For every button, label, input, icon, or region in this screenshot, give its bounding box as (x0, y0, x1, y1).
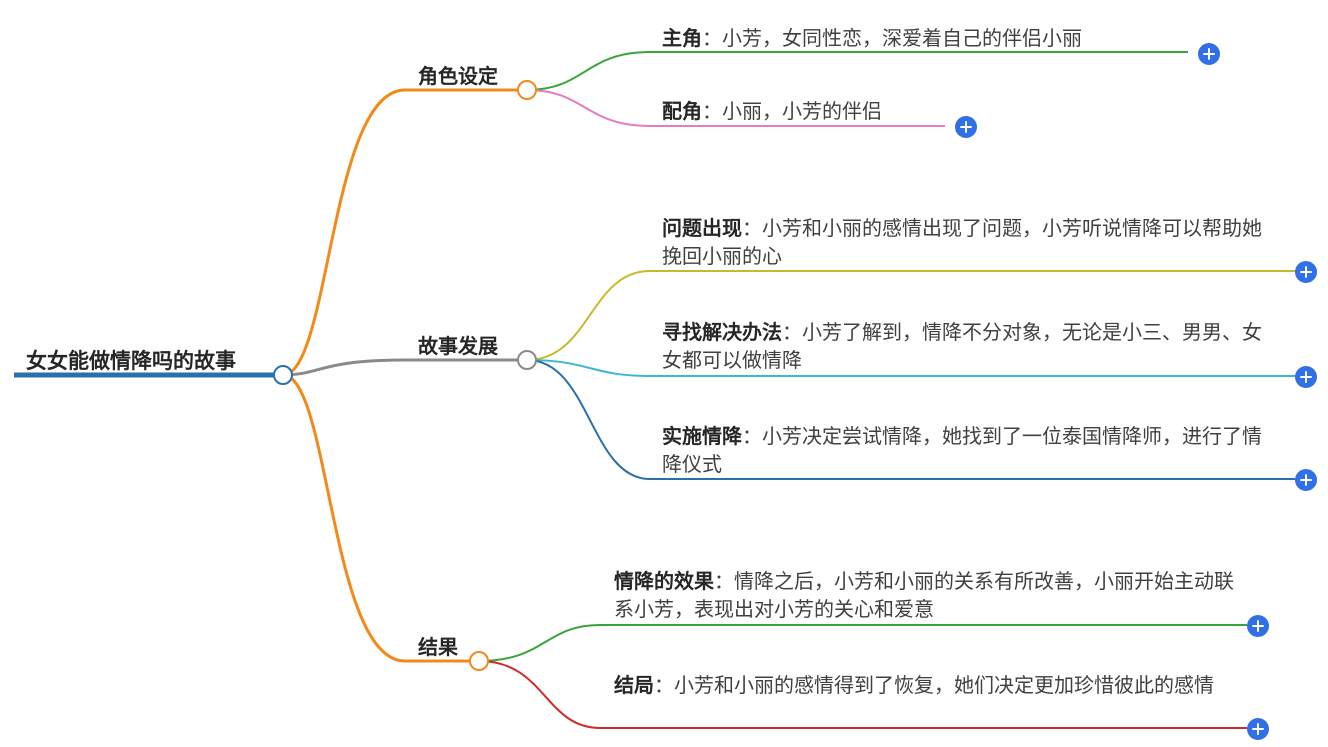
leaf-value: 小芳决定尝试情降，她找到了一位泰国情降师，进行了情降仪式 (662, 424, 1262, 476)
root-topic: 女女能做情降吗的故事 (26, 349, 236, 373)
leaf-problem-appears: 问题出现：小芳和小丽的感情出现了问题，小芳听说情降可以帮助她挽回小丽的心 (662, 214, 1277, 270)
expand-plus-icon[interactable] (1198, 43, 1220, 65)
leaf-value: 小芳了解到，情降不分对象，无论是小三、男男、女女都可以做情降 (662, 320, 1262, 372)
connector-root-to-result (282, 373, 479, 663)
expand-plus-icon[interactable] (1295, 366, 1317, 388)
branch-story-development: 故事发展 (418, 334, 498, 358)
expand-plus-icon[interactable] (1295, 469, 1317, 491)
leaf-value: 小丽，小芳的伴侣 (722, 99, 882, 123)
connector-role-to-support (526, 89, 945, 127)
leaf-lead-role: 主角：小芳，女同性恋，深爱着自己的伴侣小丽 (662, 24, 1222, 52)
branch-role-collapse-circle[interactable] (517, 80, 537, 100)
leaf-key: 配角 (662, 99, 702, 123)
connector-result-to-ending (478, 660, 1247, 729)
branch-result-collapse-circle[interactable] (469, 651, 489, 671)
expand-plus-icon[interactable] (1247, 615, 1269, 637)
leaf-separator: ： (742, 216, 762, 240)
connector-root-to-role (282, 88, 527, 377)
leaf-separator: ： (742, 424, 762, 448)
leaf-key: 结局 (614, 673, 654, 697)
connector-root-to-story (282, 358, 527, 377)
leaf-separator: ： (654, 673, 674, 697)
connector-result-to-effect (478, 624, 1247, 662)
leaf-effect: 情降的效果：情降之后，小芳和小丽的关系有所改善，小丽开始主动联系小芳，表现出对小… (614, 567, 1234, 623)
branch-story-collapse-circle[interactable] (517, 350, 537, 370)
leaf-separator: ： (782, 320, 802, 344)
branch-result: 结果 (418, 635, 458, 659)
leaf-ending: 结局：小芳和小丽的感情得到了恢复，她们决定更加珍惜彼此的感情 (614, 671, 1234, 699)
leaf-implementation: 实施情降：小芳决定尝试情降，她找到了一位泰国情降师，进行了情降仪式 (662, 422, 1262, 478)
leaf-finding-solution: 寻找解决办法：小芳了解到，情降不分对象，无论是小三、男男、女女都可以做情降 (662, 318, 1262, 374)
connector-story-to-problem (526, 270, 1295, 361)
leaf-value: 小芳和小丽的感情得到了恢复，她们决定更加珍惜彼此的感情 (674, 673, 1214, 697)
root-collapse-circle[interactable] (273, 365, 293, 385)
connector-story-to-implement (526, 359, 1295, 480)
connector-role-to-lead (526, 51, 1188, 91)
leaf-separator: ： (702, 26, 722, 50)
leaf-value: 小芳，女同性恋，深爱着自己的伴侣小丽 (722, 26, 1082, 50)
expand-plus-icon[interactable] (1295, 261, 1317, 283)
expand-plus-icon[interactable] (955, 116, 977, 138)
leaf-key: 实施情降 (662, 424, 742, 448)
leaf-key: 问题出现 (662, 216, 742, 240)
leaf-key: 主角 (662, 26, 702, 50)
leaf-separator: ： (714, 569, 734, 593)
leaf-supporting-role: 配角：小丽，小芳的伴侣 (662, 97, 952, 125)
leaf-separator: ： (702, 99, 722, 123)
branch-role-setting: 角色设定 (418, 64, 498, 88)
leaf-value: 小芳和小丽的感情出现了问题，小芳听说情降可以帮助她挽回小丽的心 (662, 216, 1262, 268)
leaf-key: 情降的效果 (614, 569, 714, 593)
expand-plus-icon[interactable] (1247, 718, 1269, 740)
connector-story-to-solution (526, 359, 1295, 377)
leaf-value: 情降之后，小芳和小丽的关系有所改善，小丽开始主动联系小芳，表现出对小芳的关心和爱… (614, 569, 1234, 621)
leaf-key: 寻找解决办法 (662, 320, 782, 344)
